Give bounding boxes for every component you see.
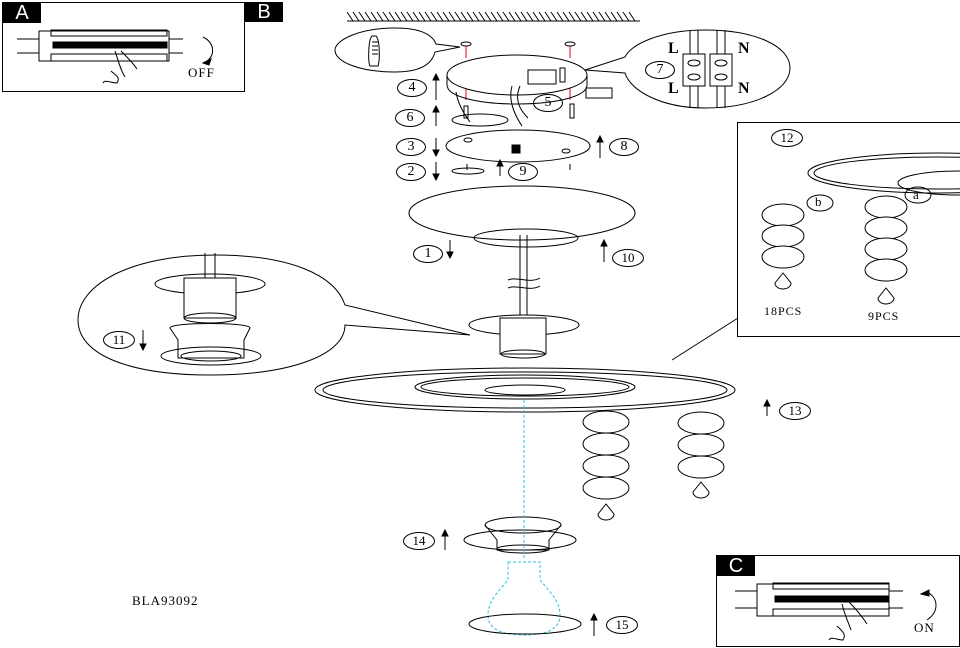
breaker-on-illustration <box>735 582 937 641</box>
on-label: ON <box>914 620 935 635</box>
step-9: 9 <box>508 163 538 181</box>
step-12: 12 <box>771 129 803 147</box>
step-15: 15 <box>606 616 638 634</box>
glass-shade <box>408 185 636 241</box>
model-number: BLA93092 <box>132 593 199 608</box>
step-11: 11 <box>103 331 135 349</box>
breaker-row <box>50 29 168 62</box>
rotate-arrow-6 <box>451 113 509 127</box>
step-8: 8 <box>609 138 639 156</box>
rotate-arrow-2 <box>451 167 485 175</box>
direction-arrows <box>139 72 771 636</box>
step-3: 3 <box>396 138 426 156</box>
step-7: 7 <box>645 61 675 79</box>
ceiling-canopy <box>446 54 588 127</box>
panel-b-tag: B <box>245 2 283 22</box>
terminal-live-bottom: L <box>668 80 680 97</box>
terminal-block-detail <box>584 29 791 109</box>
crystal-ring-frame <box>314 367 736 413</box>
step-13: 13 <box>779 402 811 420</box>
screws <box>463 103 575 119</box>
terminal-live-top: L <box>668 40 680 57</box>
step-14: 14 <box>403 532 435 550</box>
panel-c-tag: C <box>717 556 755 576</box>
crystal-hanging-detail: 12 b a 18PCS 9PCS <box>737 122 960 337</box>
lamp-socket <box>499 317 547 355</box>
light-bulb <box>487 400 561 636</box>
loose-connector <box>585 87 613 99</box>
step-2: 2 <box>396 163 426 181</box>
mounting-bracket <box>445 129 591 163</box>
quantity-9pcs: 9PCS <box>868 309 900 323</box>
step-6: 6 <box>395 109 425 127</box>
panel-a-switch-off: A OFF <box>2 2 245 92</box>
step-10: 10 <box>612 249 644 267</box>
step-5: 5 <box>533 94 563 112</box>
step-4: 4 <box>397 79 427 97</box>
crystal-strand-long <box>582 410 630 521</box>
terminal-neutral-top: N <box>738 40 751 57</box>
rotate-arrow-15 <box>468 613 582 635</box>
socket-ring-detail <box>77 253 471 376</box>
terminal-neutral-bottom: N <box>738 80 751 97</box>
panel-c-switch-on: C ON <box>716 555 960 647</box>
hook-b-label: b <box>815 194 823 209</box>
wall-plug-detail <box>334 27 461 73</box>
crystal-hook-illustration <box>761 152 960 305</box>
off-label: OFF <box>188 65 215 80</box>
ceiling-hatch <box>346 11 640 22</box>
quantity-18pcs: 18PCS <box>764 304 803 318</box>
breaker-off-illustration <box>17 29 213 84</box>
rotate-arrow-1 <box>473 228 579 248</box>
crystal-strand-short <box>677 411 725 499</box>
glass-fixing-ring <box>463 516 577 554</box>
panel-a-tag: A <box>3 3 41 23</box>
hook-a-label: a <box>913 187 920 202</box>
step-1: 1 <box>413 245 443 263</box>
